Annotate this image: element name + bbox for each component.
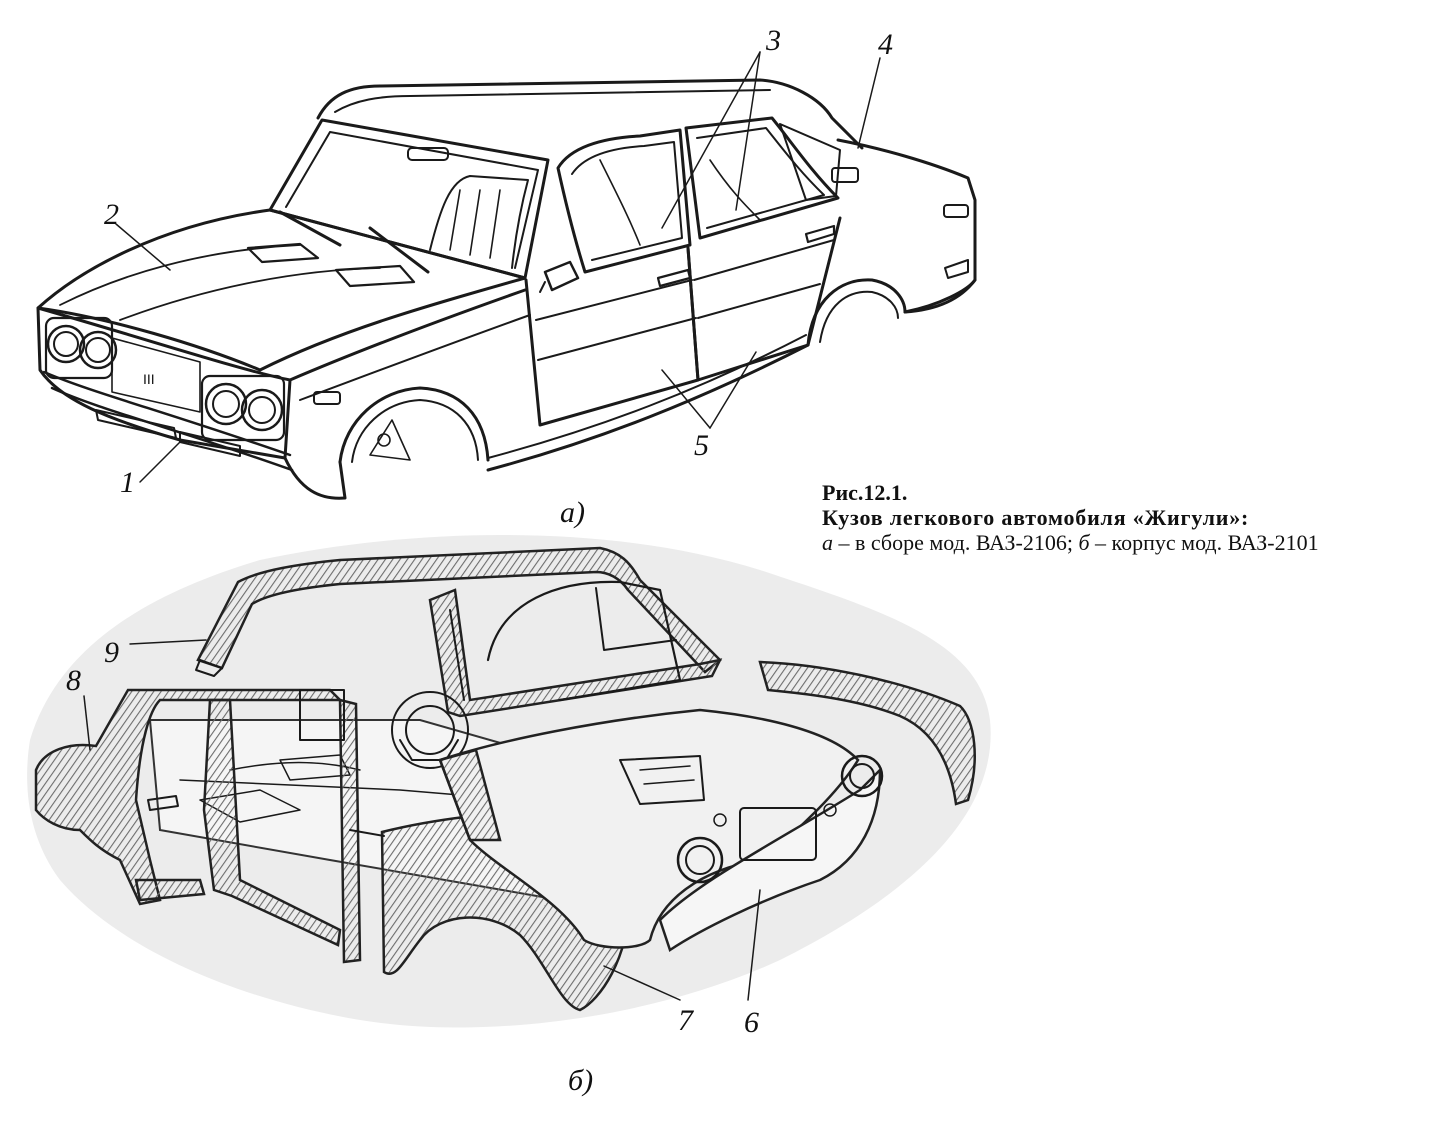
callout-3: 3 xyxy=(765,24,781,57)
callout-4: 4 xyxy=(878,28,893,61)
callout-6: 6 xyxy=(744,1006,759,1039)
callout-2: 2 xyxy=(104,198,119,231)
caption-a-label: а xyxy=(822,530,833,555)
caption-b-text: – корпус мод. ВАЗ-2101 xyxy=(1089,530,1319,555)
callout-1: 1 xyxy=(120,466,135,499)
callout-5: 5 xyxy=(694,429,709,462)
caption-body: а – в сборе мод. ВАЗ-2106; б – корпус мо… xyxy=(822,530,1422,555)
subfigure-b-label: б) xyxy=(568,1064,593,1097)
callout-7: 7 xyxy=(678,1004,695,1037)
figure-caption: Рис.12.1. Кузов легкового автомобиля «Жи… xyxy=(822,480,1422,555)
callout-9: 9 xyxy=(104,636,119,669)
caption-title: Кузов легкового автомобиля «Жигули»: xyxy=(822,505,1250,530)
body-shell-drawing xyxy=(27,535,991,1028)
car-assembled-drawing: III xyxy=(36,51,977,500)
caption-number: Рис.12.1. xyxy=(822,480,908,505)
caption-b-label: б xyxy=(1078,530,1090,555)
grille-badge: III xyxy=(143,371,155,387)
caption-a-text: – в сборе мод. ВАЗ-2106; xyxy=(833,530,1079,555)
subfigure-a-label: а) xyxy=(560,496,585,529)
callout-8: 8 xyxy=(66,664,81,697)
